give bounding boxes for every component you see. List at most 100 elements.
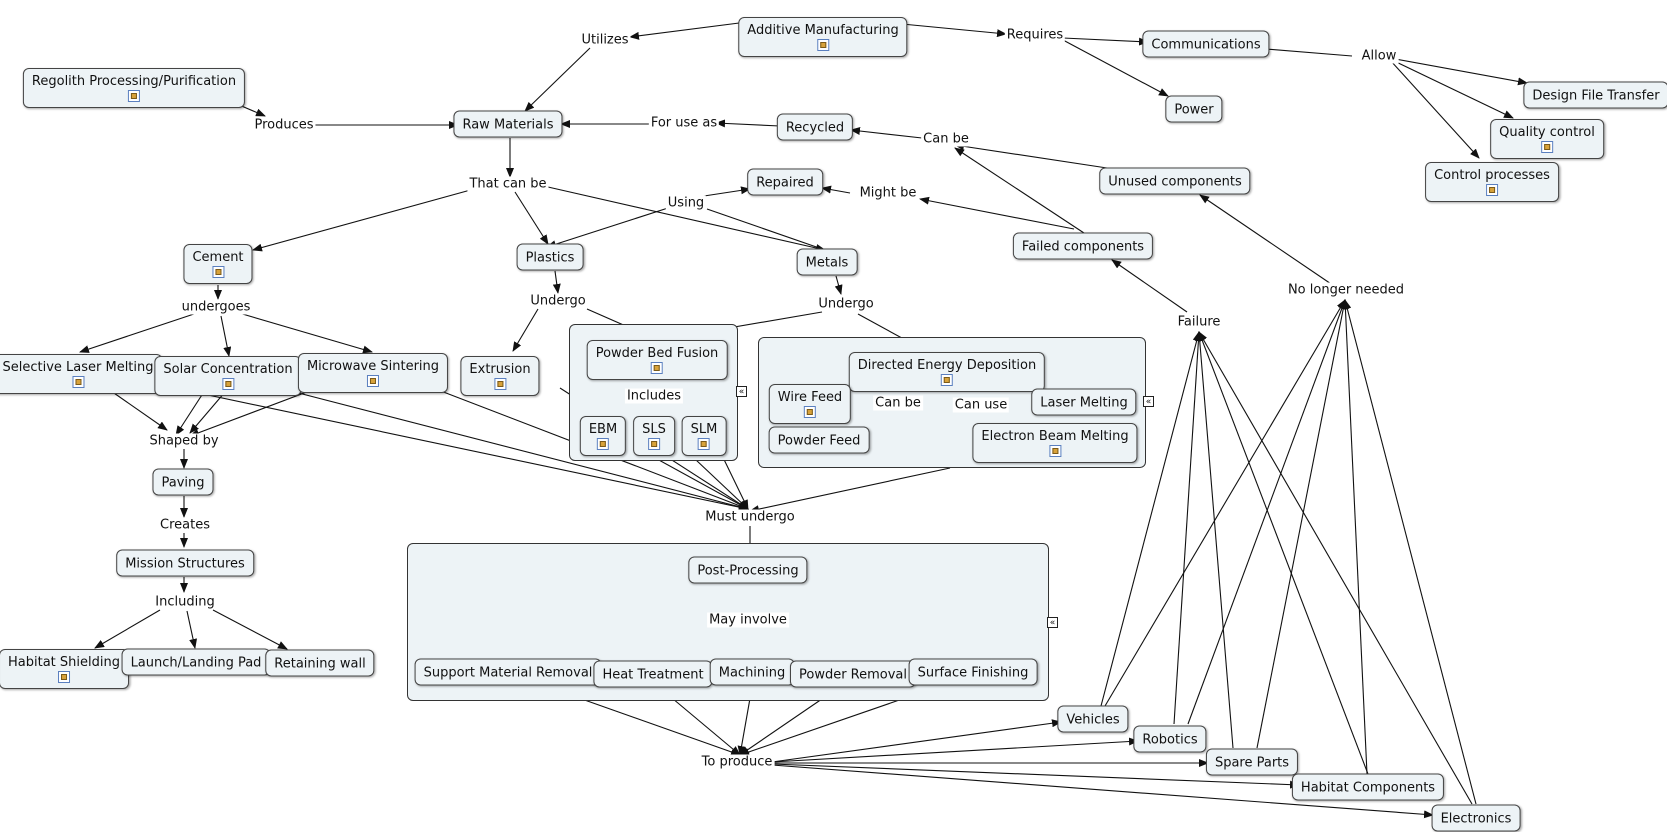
connector-line-21: [252, 185, 486, 252]
note-icon[interactable]: [648, 438, 660, 450]
link-including: Including: [153, 594, 217, 610]
connector-line-30: [512, 308, 539, 352]
note-icon[interactable]: [816, 39, 829, 51]
connector-line-75: [771, 719, 1062, 763]
concept-regolith-processing[interactable]: Regolith Processing/Purification: [22, 68, 246, 108]
concept-design-file-transfer[interactable]: Design File Transfer: [1523, 81, 1667, 109]
link-creates: Creates: [158, 517, 212, 533]
concept-plastics[interactable]: Plastics: [516, 243, 584, 271]
concept-power[interactable]: Power: [1165, 95, 1223, 123]
connector-line-89: [1256, 299, 1348, 749]
concept-raw-materials[interactable]: Raw Materials: [453, 110, 563, 138]
connector-line-79: [771, 764, 1434, 819]
connector-line-85: [1198, 331, 1369, 775]
collapse-toggle-post[interactable]: «: [1047, 617, 1058, 628]
concept-sls[interactable]: SLS: [633, 416, 675, 456]
link-produces: Produces: [252, 117, 316, 133]
concept-vehicles[interactable]: Vehicles: [1057, 705, 1129, 733]
concept-repaired[interactable]: Repaired: [747, 168, 823, 196]
concept-surface-finishing[interactable]: Surface Finishing: [908, 658, 1038, 686]
note-icon[interactable]: [72, 376, 84, 388]
connector-line-16: [954, 147, 1085, 234]
concept-cement[interactable]: Cement: [183, 244, 253, 284]
note-icon[interactable]: [1485, 184, 1498, 196]
concept-post-processing[interactable]: Post-Processing: [688, 556, 808, 584]
collapse-toggle-pbf[interactable]: «: [736, 386, 747, 397]
concept-powder-feed[interactable]: Powder Feed: [768, 426, 870, 454]
note-icon[interactable]: [1541, 141, 1553, 153]
note-icon[interactable]: [58, 671, 70, 683]
connector-line-19: [703, 186, 751, 197]
concept-habitat-shielding[interactable]: Habitat Shielding: [0, 649, 129, 689]
link-undergoes: undergoes: [179, 299, 253, 315]
concept-unused-components[interactable]: Unused components: [1099, 167, 1251, 195]
concept-failed-components[interactable]: Failed components: [1012, 232, 1154, 260]
note-icon[interactable]: [803, 406, 816, 418]
concept-wire-feed[interactable]: Wire Feed: [768, 384, 852, 424]
connector-line-8: [1389, 59, 1480, 159]
concept-laser-melting[interactable]: Laser Melting: [1031, 388, 1137, 416]
concept-paving[interactable]: Paving: [152, 468, 214, 496]
concept-mission-structures[interactable]: Mission Structures: [116, 549, 254, 577]
concept-spare-parts[interactable]: Spare Parts: [1205, 748, 1299, 776]
concept-electron-beam-melting[interactable]: Electron Beam Melting: [972, 423, 1138, 463]
concept-directed-energy-deposition[interactable]: Directed Energy Deposition: [848, 352, 1046, 392]
concept-slm[interactable]: SLM: [681, 416, 727, 456]
link-must-undergo: Must undergo: [703, 509, 797, 525]
collapse-toggle-ded[interactable]: «: [1143, 396, 1154, 407]
concept-retaining-wall[interactable]: Retaining wall: [265, 649, 375, 677]
connector-line-20: [546, 207, 669, 249]
concept-microwave-sintering[interactable]: Microwave Sintering: [297, 353, 449, 393]
note-icon[interactable]: [1048, 445, 1061, 457]
note-icon[interactable]: [698, 438, 710, 450]
note-icon[interactable]: [367, 375, 379, 387]
link-includes: Includes: [624, 388, 684, 404]
connector-line-91: [1343, 299, 1477, 805]
concept-launch-landing-pad[interactable]: Launch/Landing Pad: [121, 648, 271, 676]
concept-metals[interactable]: Metals: [796, 248, 858, 276]
concept-heat-treatment[interactable]: Heat Treatment: [593, 660, 713, 688]
connector-line-1: [524, 47, 591, 112]
concept-selective-laser-melting[interactable]: Selective Laser Melting: [0, 354, 163, 394]
concept-extrusion[interactable]: Extrusion: [460, 356, 540, 396]
concept-robotics[interactable]: Robotics: [1133, 725, 1207, 753]
connector-line-54: [212, 609, 288, 650]
link-failure: Failure: [1175, 314, 1223, 330]
link-utilizes: Utilizes: [579, 32, 631, 48]
link-using: Using: [665, 195, 707, 211]
link-for-use-as: For use as: [648, 115, 720, 131]
note-icon[interactable]: [493, 378, 506, 390]
connector-line-0: [629, 21, 748, 40]
concept-ebm[interactable]: EBM: [579, 416, 627, 456]
connector-line-15: [954, 142, 1108, 169]
connector-line-29: [552, 270, 561, 294]
connector-line-18: [919, 196, 1075, 230]
connector-line-84: [1195, 331, 1234, 749]
connector-line-4: [1062, 39, 1169, 97]
note-icon[interactable]: [650, 362, 663, 374]
connector-line-22: [514, 191, 549, 245]
connector-line-2: [901, 23, 1007, 38]
concept-quality-control[interactable]: Quality control: [1490, 119, 1604, 159]
connector-line-90: [1341, 299, 1368, 775]
concept-control-processes[interactable]: Control processes: [1425, 162, 1559, 202]
concept-powder-bed-fusion[interactable]: Powder Bed Fusion: [586, 340, 728, 380]
note-icon[interactable]: [221, 378, 234, 390]
concept-habitat-components[interactable]: Habitat Components: [1291, 773, 1445, 801]
note-icon[interactable]: [211, 266, 224, 278]
concept-powder-removal[interactable]: Powder Removal: [789, 660, 917, 688]
concept-machining[interactable]: Machining: [709, 658, 795, 686]
concept-solar-concentration[interactable]: Solar Concentration: [154, 356, 302, 396]
link-may-involve: May involve: [707, 612, 789, 628]
note-icon[interactable]: [940, 374, 953, 386]
concept-recycled[interactable]: Recycled: [776, 113, 854, 141]
note-icon[interactable]: [128, 90, 140, 102]
concept-communications[interactable]: Communications: [1142, 30, 1270, 58]
note-icon[interactable]: [596, 438, 609, 450]
concept-additive-manufacturing[interactable]: Additive Manufacturing: [738, 17, 908, 57]
concept-support-material-removal[interactable]: Support Material Removal: [414, 658, 602, 686]
concept-electronics[interactable]: Electronics: [1431, 804, 1521, 832]
connector-line-83: [1173, 331, 1203, 725]
connector-line-6: [1389, 57, 1528, 86]
